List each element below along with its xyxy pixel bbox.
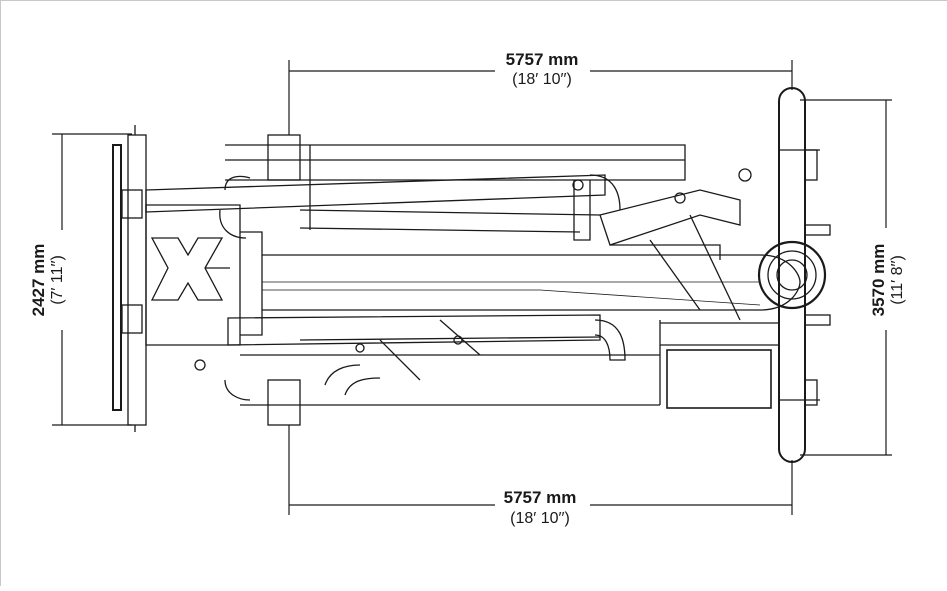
dimension-bottom [288,425,793,515]
dimension-right-value: 3570 mm [869,244,888,317]
dimension-left [52,133,132,426]
dimension-top-value: 5757 mm [506,50,579,69]
dimension-right-imperial: (11′ 8′′) [889,255,906,305]
dimension-bottom-value: 5757 mm [504,488,577,507]
frame-left-border [0,0,1,586]
dimension-left-value: 2427 mm [29,244,48,317]
dimension-right [800,99,892,456]
machine-outline [112,87,831,463]
dimension-top [288,60,793,135]
dimension-top-imperial: (18′ 10′′) [512,71,572,88]
dimension-bottom-imperial: (18′ 10′′) [510,510,570,527]
dimension-left-imperial: (7′ 11′′) [49,255,66,305]
frame-top-border [0,0,947,1]
